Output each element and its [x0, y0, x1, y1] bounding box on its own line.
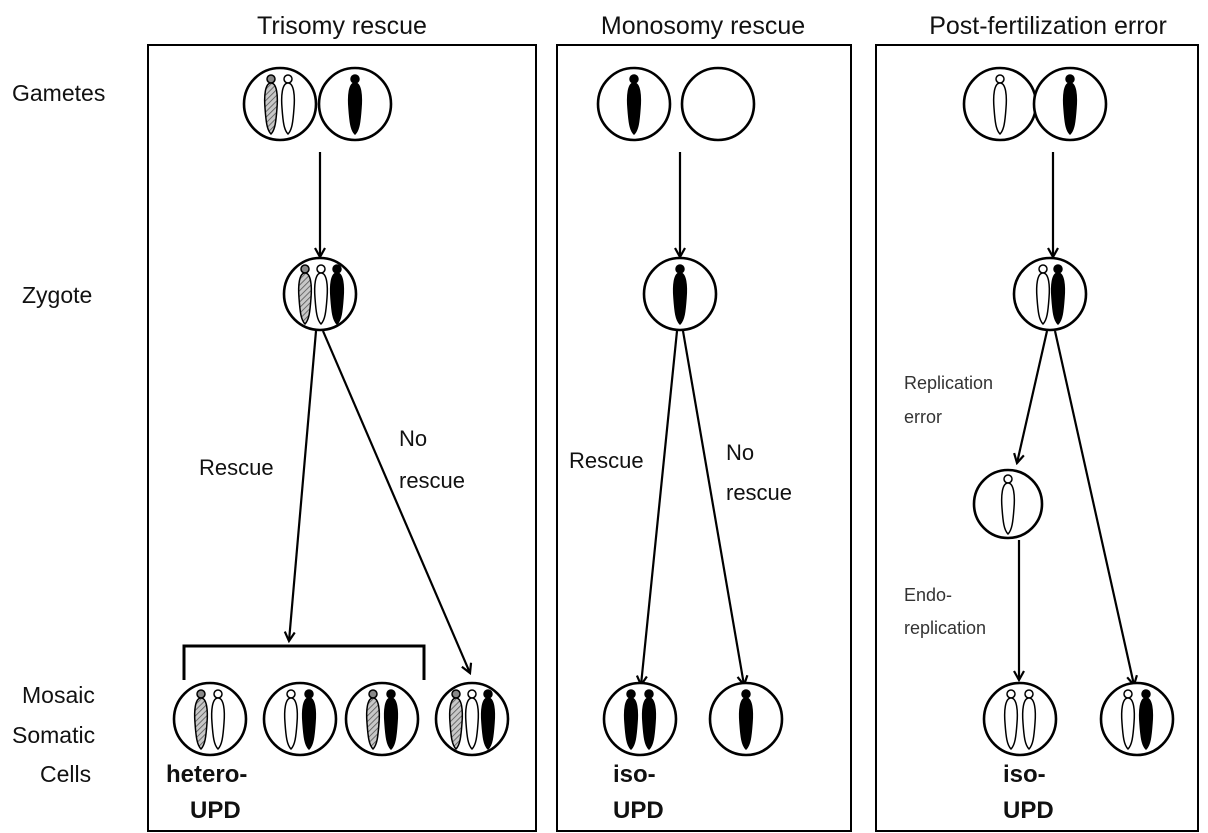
trisomy-label-no: No — [399, 426, 427, 451]
postfert-outcome-iso-cell — [982, 681, 1058, 757]
postfert-label-endo: Endo- — [904, 585, 952, 605]
trisomy-gamete-1 — [242, 66, 318, 142]
postfert-label-replication-word: replication — [904, 618, 986, 638]
outcome-iso-upd-mono-line1: iso- — [613, 761, 656, 788]
monosomy-arrow-no-rescue — [681, 330, 744, 685]
monosomy-outcome-no-rescue-cell — [708, 681, 784, 757]
row-label-cells: Cells — [40, 761, 91, 787]
row-label-zygote: Zygote — [22, 282, 92, 308]
trisomy-label-rescue: Rescue — [199, 455, 274, 480]
panel-title-monosomy: Monosomy rescue — [601, 12, 805, 40]
monosomy-zygote — [642, 256, 718, 332]
monosomy-gamete-empty — [680, 66, 756, 142]
monosomy-label-no: No — [726, 440, 754, 465]
trisomy-outcome-hetero-cell — [172, 681, 248, 757]
postfert-outcome-direct-cell — [1099, 681, 1175, 757]
postfert-label-replication: Replication — [904, 373, 993, 393]
outcome-iso-upd-post-line2: UPD — [1003, 797, 1054, 824]
trisomy-outcome-no-rescue-cell — [434, 681, 510, 757]
outcome-iso-upd-post-line1: iso- — [1003, 761, 1046, 788]
postfert-gamete-2 — [1032, 66, 1108, 142]
monosomy-label-rescue: Rescue — [569, 448, 644, 473]
monosomy-outcome-iso-cell — [602, 681, 678, 757]
postfert-arrow-replication-error — [1017, 330, 1049, 463]
panel-trisomy — [147, 44, 537, 832]
outcome-hetero-upd-line2: UPD — [190, 797, 241, 824]
trisomy-mosaic-bracket — [182, 644, 426, 680]
monosomy-gamete-1 — [596, 66, 672, 142]
outcome-iso-upd-mono-line2: UPD — [613, 797, 664, 824]
postfert-zygote — [1012, 256, 1088, 332]
panel-title-postfert: Post-fertilization error — [929, 12, 1167, 40]
panel-postfert — [875, 44, 1199, 832]
trisomy-gamete-2 — [317, 66, 393, 142]
trisomy-outcome-cell-2 — [262, 681, 338, 757]
row-label-mosaic: Mosaic — [22, 682, 95, 708]
monosomy-label-rescue-word: rescue — [726, 480, 792, 505]
row-label-gametes: Gametes — [12, 80, 105, 106]
trisomy-arrow-rescue — [289, 330, 318, 641]
row-label-somatic: Somatic — [12, 722, 95, 748]
postfert-intermediate-cell — [972, 468, 1044, 540]
trisomy-arrow-no-rescue — [321, 330, 470, 673]
postfert-arrow-direct — [1053, 330, 1134, 685]
outcome-hetero-upd-line1: hetero- — [166, 761, 247, 788]
postfert-gamete-1 — [962, 66, 1038, 142]
panel-monosomy — [556, 44, 852, 832]
trisomy-zygote — [282, 256, 358, 332]
postfert-label-error: error — [904, 407, 942, 427]
trisomy-outcome-cell-3 — [344, 681, 420, 757]
monosomy-arrow-rescue — [641, 330, 679, 685]
panel-title-trisomy: Trisomy rescue — [257, 12, 427, 40]
trisomy-label-rescue-word: rescue — [399, 468, 465, 493]
